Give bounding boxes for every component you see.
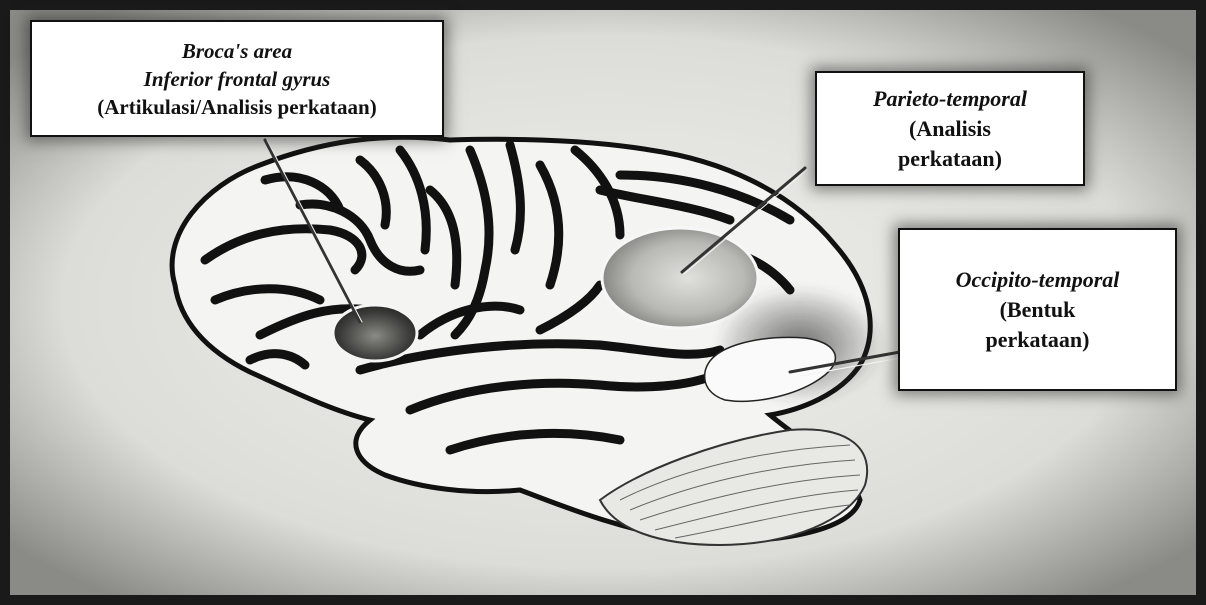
broca-title: Broca's area: [182, 37, 292, 65]
label-parieto-temporal: Parieto-temporal (Analisis perkataan): [815, 71, 1085, 186]
parieto-region: [602, 228, 758, 328]
broca-function: (Artikulasi/Analisis perkataan): [97, 93, 376, 121]
parieto-title: Parieto-temporal: [873, 84, 1027, 114]
occipito-function-1: (Bentuk: [1000, 295, 1076, 325]
parieto-function-2: perkataan): [898, 144, 1002, 174]
label-broca: Broca's area Inferior frontal gyrus (Art…: [30, 20, 444, 137]
label-occipito-temporal: Occipito-temporal (Bentuk perkataan): [898, 228, 1177, 391]
broca-region: [333, 305, 417, 361]
parieto-function-1: (Analisis: [909, 114, 991, 144]
occipito-title: Occipito-temporal: [956, 265, 1120, 295]
broca-subtitle: Inferior frontal gyrus: [144, 65, 331, 93]
occipito-function-2: perkataan): [986, 325, 1090, 355]
